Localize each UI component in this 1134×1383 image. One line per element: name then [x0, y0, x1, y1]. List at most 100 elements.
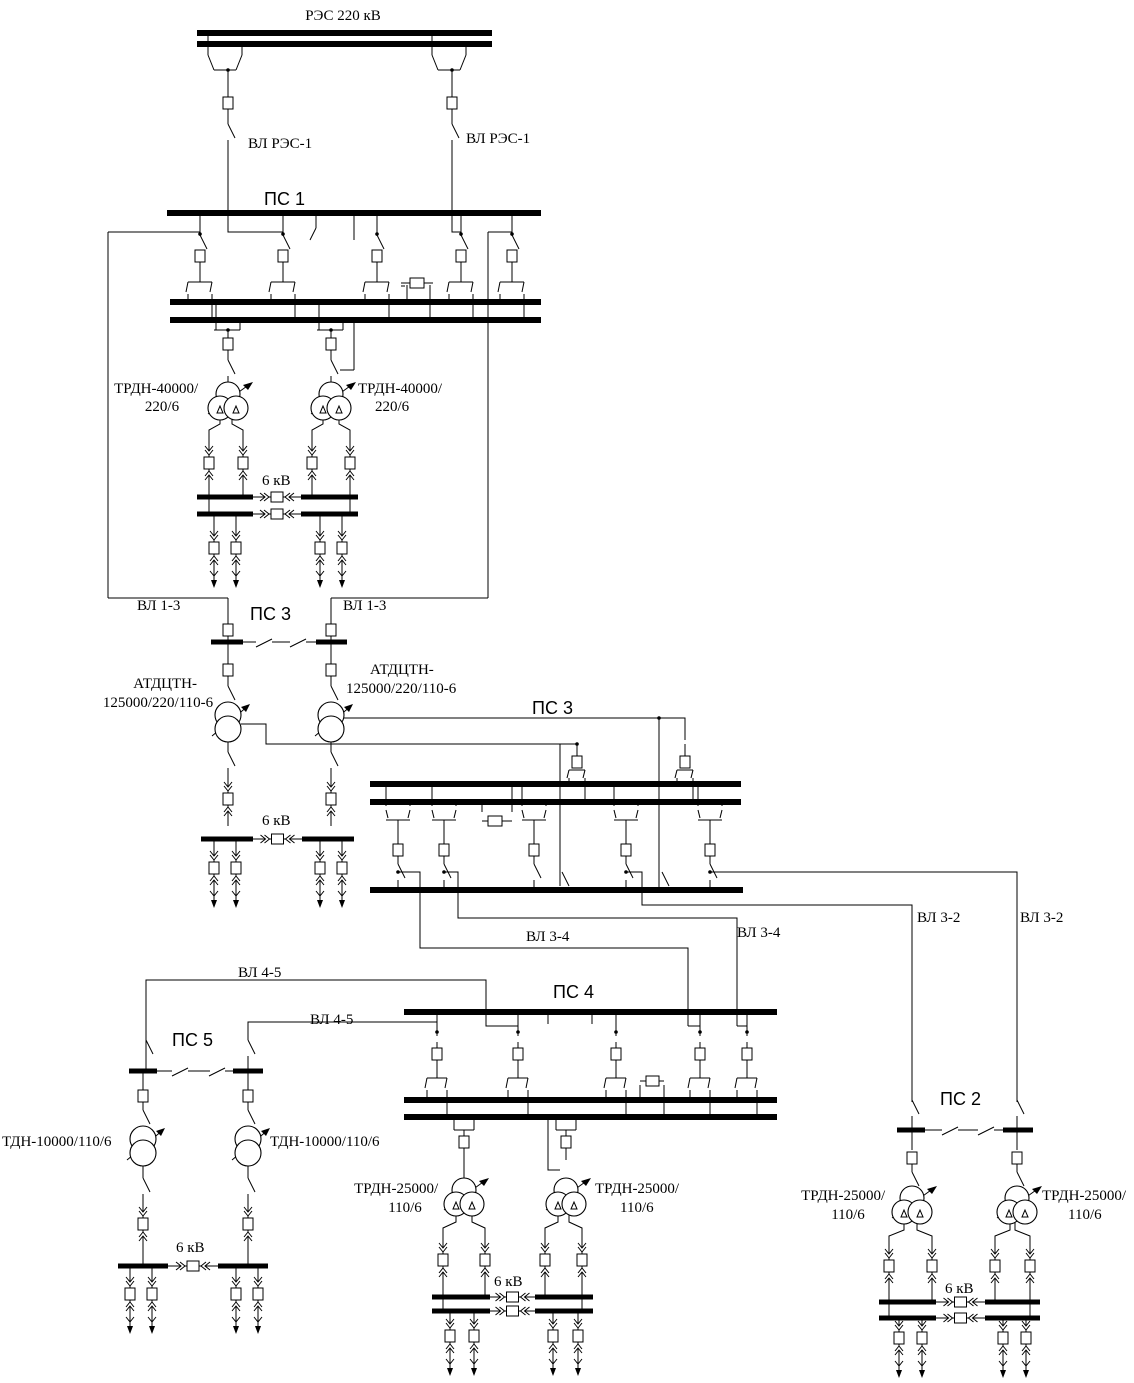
wire	[674, 769, 678, 779]
vl45-top-label: ВЛ 4-5	[238, 965, 281, 981]
tap-changer-arrow	[581, 1178, 591, 1186]
plug-contact	[307, 470, 317, 477]
res-disconnector	[459, 54, 467, 71]
plug-contact	[519, 1292, 526, 1302]
disconnector	[376, 234, 385, 250]
disconnector	[911, 1099, 920, 1115]
ps3-line-breaker	[325, 623, 337, 637]
plug-contact	[315, 850, 325, 857]
selector-blade	[697, 809, 701, 819]
wire	[145, 979, 487, 1068]
wire	[623, 1077, 627, 1089]
ps4-title: ПС 4	[553, 982, 594, 1002]
plug-contact	[894, 1345, 904, 1352]
wire	[463, 1160, 470, 1181]
ps2-t1-lv-breaker-b	[926, 1259, 938, 1273]
disconnector	[330, 359, 339, 375]
sectional-disconnector	[208, 1067, 226, 1077]
plug-contact	[967, 1313, 974, 1323]
ps3-110-bay-breaker	[704, 843, 716, 857]
wire	[231, 416, 244, 440]
junction-dot	[198, 232, 202, 236]
selector-blade	[292, 281, 296, 293]
plug-contact	[147, 1276, 157, 1283]
delta-symbol	[216, 404, 224, 414]
wire	[582, 769, 586, 779]
ps1-title: ПС 1	[264, 189, 305, 209]
ps4-t2-lv-breaker-a	[539, 1253, 551, 1267]
tap-changer-arrow	[479, 1178, 489, 1186]
plug-contact	[519, 1306, 526, 1316]
ps1-bay-breaker	[194, 249, 206, 263]
disconnector	[443, 863, 452, 879]
junction-dot	[745, 1030, 749, 1034]
ps5-t2-breaker	[242, 1089, 254, 1103]
equipment-symbols	[118, 30, 1042, 1378]
plug-contact	[243, 1231, 253, 1238]
disconnector	[330, 751, 339, 767]
selector-blade	[453, 809, 457, 819]
wire	[994, 1222, 1011, 1244]
plug-contact	[326, 781, 336, 788]
ps4-t1-breaker	[458, 1135, 470, 1149]
selector-blade	[613, 809, 617, 819]
ps4-t2-label: ТРДН-25000/ 110/6	[595, 1181, 683, 1216]
ps5-t1-label: ТДН-10000/110/6	[2, 1134, 112, 1150]
vl-res-left-label: ВЛ РЭС-1	[248, 136, 312, 152]
wire	[525, 1077, 529, 1089]
wire	[687, 1077, 691, 1089]
ps2-6kv-tie-1	[954, 1296, 967, 1308]
plug-contact	[540, 1267, 550, 1274]
ps2-t2-lv-breaker-a	[989, 1259, 1001, 1273]
wire	[505, 1077, 509, 1089]
plug-contact	[495, 1306, 502, 1316]
res-breaker-right	[446, 96, 458, 110]
plug-contact	[200, 1261, 207, 1271]
connection-wires	[107, 33, 1040, 1372]
ps3-at2-winding-lv	[317, 715, 345, 743]
ps3-t1-label: АТДЦТН- 125000/220/110-6	[103, 676, 214, 711]
ps2-6kv-label: 6 кВ	[945, 1281, 974, 1297]
disconnector	[199, 234, 208, 250]
ps2-t1-label: ТРДН-25000/ 110/6	[801, 1188, 889, 1223]
disconnector	[511, 234, 520, 250]
feeder-arrow	[919, 1370, 925, 1378]
ps5-6kv-feeder	[230, 1287, 242, 1301]
plug-contact	[480, 1267, 490, 1274]
plug-contact	[209, 850, 219, 857]
plug-contact	[917, 1320, 927, 1327]
junction-dot	[281, 232, 285, 236]
plug-contact	[238, 470, 248, 477]
plug-contact	[998, 1345, 1008, 1352]
feeder-arrow	[233, 580, 239, 588]
ps1-6kv-feeder	[230, 541, 242, 555]
ps1-t2-label: ТРДН-40000/ 220/6	[358, 381, 446, 415]
ps3-110-bay-breaker	[392, 843, 404, 857]
ps2-t1-lv-breaker-a	[883, 1259, 895, 1273]
vl45-bottom-label: ВЛ 4-5	[310, 1012, 353, 1028]
vl13-right-label: ВЛ 1-3	[343, 598, 386, 614]
wire	[398, 871, 689, 1026]
ps1-6kv-label: 6 кВ	[262, 473, 291, 489]
ps3-top-title: ПС 3	[250, 604, 291, 624]
plug-contact	[204, 470, 214, 477]
ps1-6kv-tie-2	[270, 508, 284, 520]
plug-contact	[337, 530, 347, 537]
sectional-disconnector	[171, 1067, 189, 1077]
ps4-t1-lv-breaker-a	[437, 1253, 449, 1267]
selector-blade	[209, 281, 213, 293]
ps5-6kv-feeder	[252, 1287, 264, 1301]
plug-contact	[548, 1318, 558, 1325]
ps4-t2-winding-lv2	[561, 1191, 587, 1217]
ps4-bay-breaker	[610, 1047, 622, 1061]
selector-blade	[431, 809, 435, 819]
plug-contact	[917, 1345, 927, 1352]
plug-contact	[231, 850, 241, 857]
feeder-arrow	[255, 1326, 261, 1334]
plug-contact	[577, 1242, 587, 1249]
wire	[442, 1214, 457, 1238]
disconnector	[142, 1109, 151, 1125]
ps5-t1-breaker	[137, 1089, 149, 1103]
plug-contact	[438, 1242, 448, 1249]
selector-blade	[385, 809, 389, 819]
